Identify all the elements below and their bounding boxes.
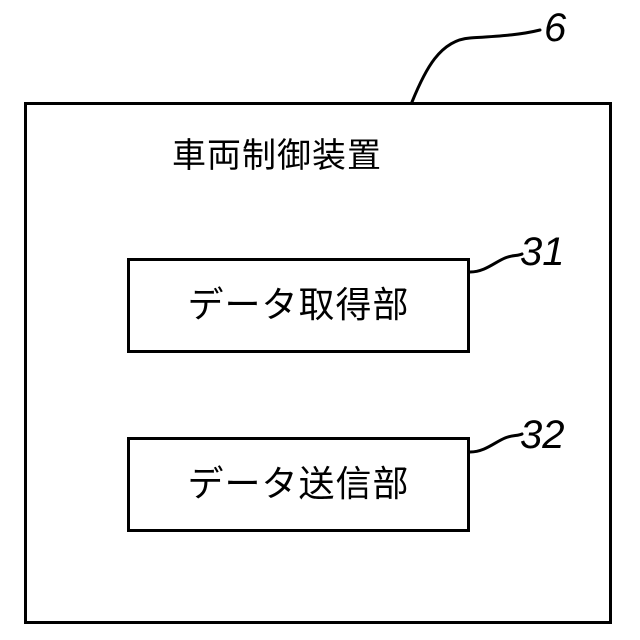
vehicle-control-device-box bbox=[24, 102, 612, 624]
vehicle-control-device-label: 車両制御装置 bbox=[172, 134, 382, 178]
data-transmission-unit-label: データ送信部 bbox=[187, 463, 409, 507]
reference-numeral-31: 31 bbox=[520, 230, 565, 274]
reference-numeral-32: 32 bbox=[520, 413, 565, 457]
leader-line-device bbox=[412, 30, 540, 102]
data-acquisition-unit-label: データ取得部 bbox=[187, 284, 409, 328]
data-acquisition-unit-box: データ取得部 bbox=[127, 258, 470, 353]
reference-numeral-device: 6 bbox=[544, 6, 566, 50]
data-transmission-unit-box: データ送信部 bbox=[127, 437, 470, 532]
